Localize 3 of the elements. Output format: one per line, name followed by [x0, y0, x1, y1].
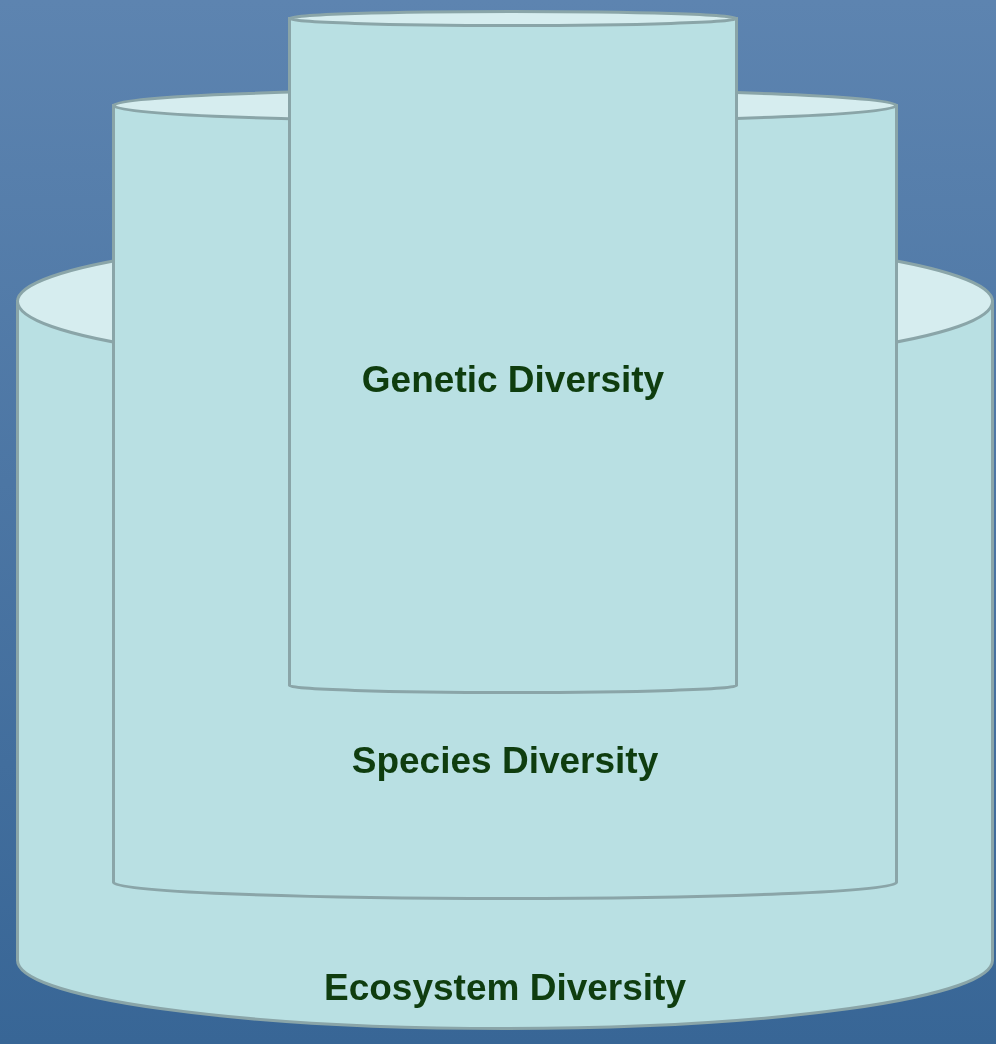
cylinder-label: Species Diversity [351, 739, 659, 783]
cylinder-label: Ecosystem Diversity [324, 966, 686, 1010]
cylinder-label: Genetic Diversity [361, 358, 665, 402]
